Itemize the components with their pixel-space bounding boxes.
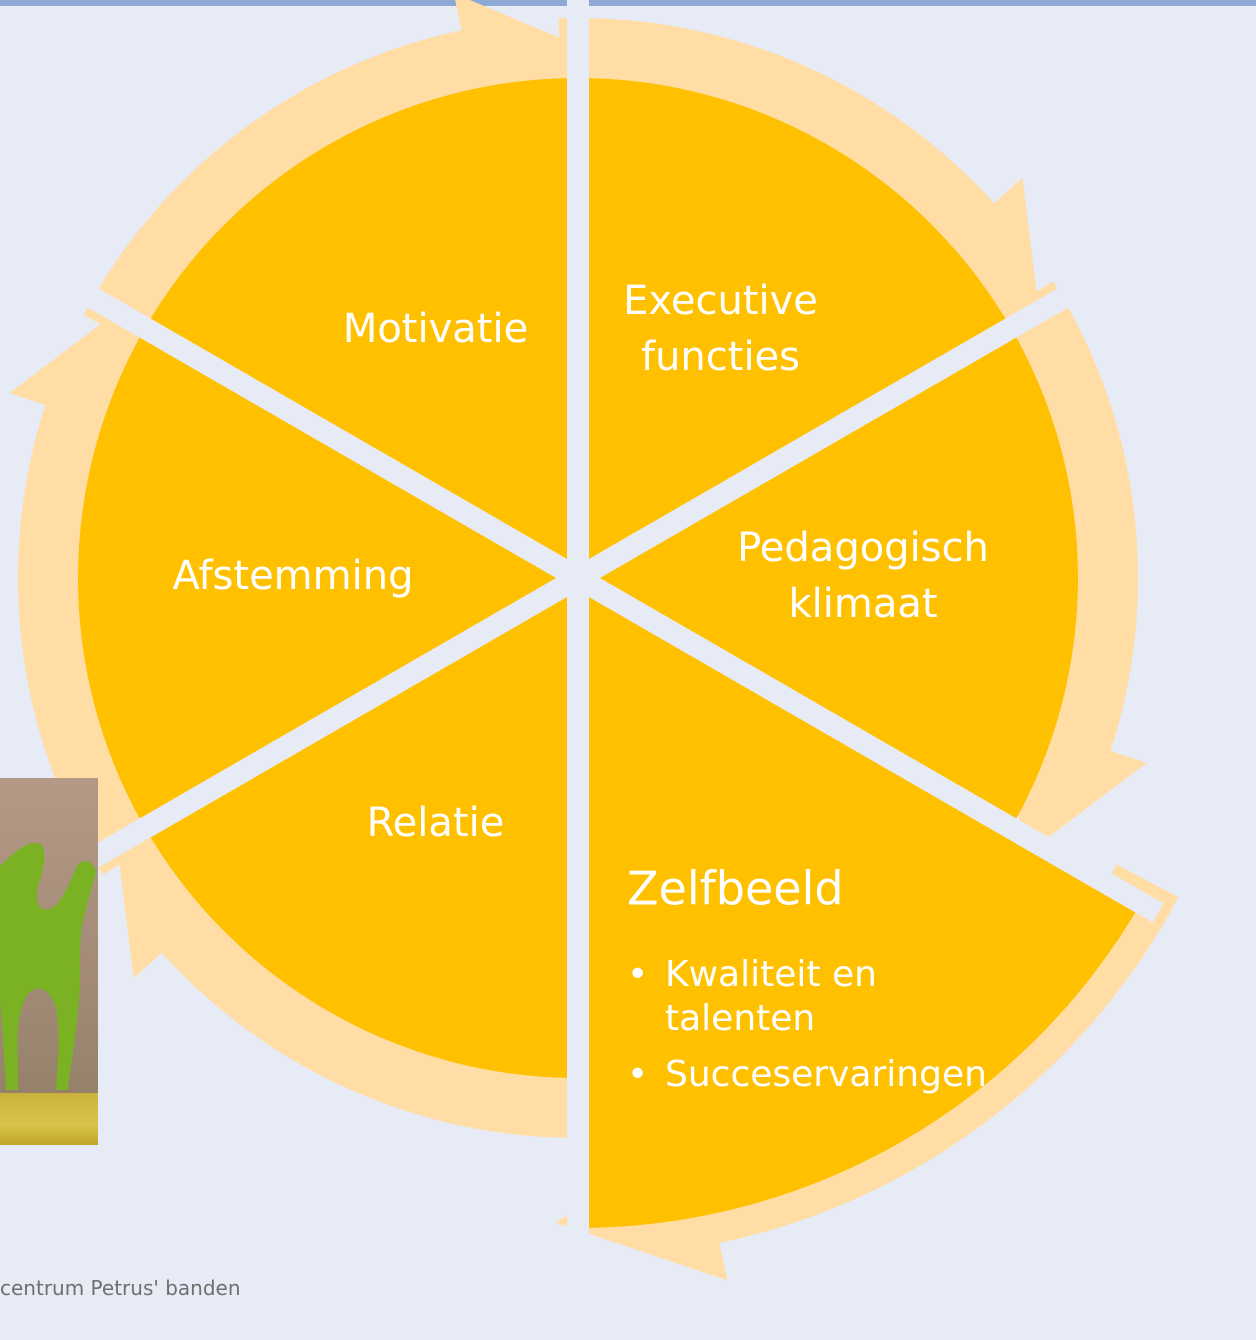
segments-layer [78, 78, 1141, 1228]
bullet-item: Kwaliteit en [665, 954, 877, 995]
cycle-segment [145, 578, 578, 1078]
footer-credit: centrum Petrus' banden [0, 1276, 241, 1300]
segment-separator [572, 233, 1164, 588]
separators-layer [0, 0, 1158, 1248]
cycle-segment [578, 578, 1141, 1228]
segment-separator [0, 233, 584, 588]
bullet-glyph: • [627, 1054, 648, 1095]
segment-label: Relatie [367, 800, 505, 846]
segment-label: Afstemming [173, 553, 414, 599]
bullet-glyph: • [627, 954, 648, 995]
segment-label: functies [641, 334, 800, 380]
person-figure-icon [0, 842, 96, 1090]
cycle-arrow [83, 0, 597, 348]
child-photo [0, 778, 98, 1145]
segment-label-group: Afstemming [173, 553, 414, 599]
segment-label: klimaat [788, 581, 937, 627]
segment-label: Zelfbeeld [627, 862, 844, 916]
cycle-segment [578, 328, 1078, 828]
segment-separator [572, 568, 1164, 923]
segment-label-group: Executive functies [623, 278, 818, 380]
segment-label: Pedagogisch [737, 525, 989, 571]
segment-label: Executive [623, 278, 818, 324]
segment-label: Motivatie [343, 306, 528, 352]
cycle-segment [578, 78, 1011, 578]
cycle-segment [78, 328, 578, 828]
photo-floor [0, 1093, 98, 1145]
top-strip [0, 0, 1256, 6]
segment-label-group: Motivatie [343, 306, 528, 352]
segment-label-group: Relatie [367, 800, 505, 846]
bullet-item: Succeservaringen [665, 1054, 987, 1095]
cycle-segment [145, 78, 578, 578]
bullet-item: talenten [665, 998, 815, 1039]
segment-label-group: Pedagogisch klimaat [737, 525, 989, 627]
